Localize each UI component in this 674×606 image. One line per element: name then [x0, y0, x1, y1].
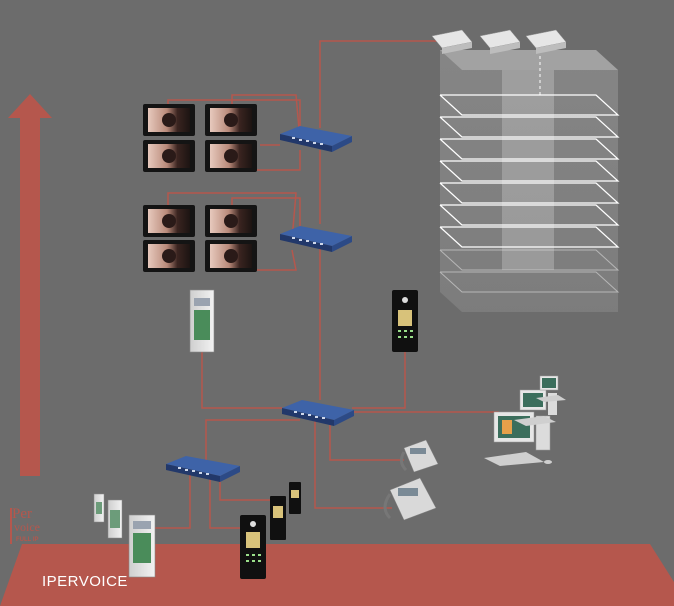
monitor: [205, 240, 257, 272]
din-rail-module: [431, 29, 473, 54]
door-entry-panel: [392, 290, 418, 352]
logo-text-line2: voice: [14, 520, 40, 534]
door-entry-panel: [128, 514, 156, 578]
ipervoice-logo: Per voice FULL IP: [10, 507, 56, 551]
monitor-bank-upper: [143, 104, 257, 172]
up-arrow: [8, 94, 52, 476]
monitor: [205, 104, 257, 136]
monitor: [143, 240, 195, 272]
logo-bar: [10, 508, 12, 544]
monitor: [143, 104, 195, 136]
door-entry-panel: [189, 289, 215, 353]
monitor: [143, 140, 195, 172]
pc-workstation: [536, 375, 566, 402]
monitor: [205, 205, 257, 237]
network-switch: [280, 226, 352, 252]
network-switch: [166, 456, 240, 482]
din-rail-module: [525, 29, 567, 54]
din-rail-module: [479, 29, 521, 54]
pc-workstation: [514, 389, 557, 426]
door-entry-panel: [107, 499, 123, 539]
monitor-bank-lower: [143, 205, 257, 272]
footer-label: IPERVOICE: [42, 573, 128, 590]
network-switch: [282, 400, 354, 426]
ip-phone: [383, 477, 437, 521]
door-entry-panel: [289, 482, 301, 514]
building: [439, 50, 620, 312]
monitor: [205, 140, 257, 172]
monitor: [143, 205, 195, 237]
logo-text-line3: FULL IP: [16, 537, 39, 543]
door-entry-panel: [240, 515, 266, 579]
logo-text-line1: Per: [12, 506, 32, 522]
cable-lines: [155, 40, 499, 529]
door-entry-panel: [93, 493, 105, 523]
ip-phone: [399, 439, 439, 473]
door-entry-panel: [270, 496, 286, 540]
floor-plane: [0, 544, 674, 606]
network-switch: [280, 126, 352, 152]
